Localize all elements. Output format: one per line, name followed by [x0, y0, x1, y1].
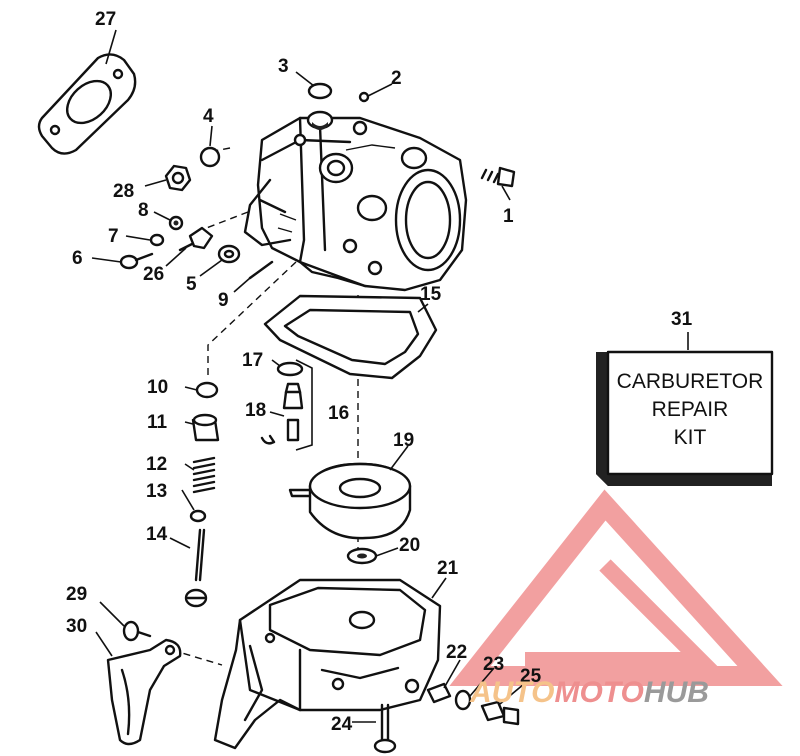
part-screw-2	[358, 91, 370, 103]
part-fitting-25	[480, 700, 520, 726]
callout-14: 14	[146, 524, 168, 545]
callout-25: 25	[520, 666, 542, 687]
callout-20: 20	[399, 535, 420, 556]
callout-27: 27	[95, 9, 116, 30]
callout-24: 24	[331, 714, 353, 735]
carburetor-repair-kit-box: CARBURETOR REPAIR KIT	[596, 350, 774, 486]
callout-numbers: 1 2 3 4 5 6 7 8 9 10 11 12 13 14 15 16 1…	[66, 9, 693, 735]
part-nut-8	[168, 215, 184, 231]
callout-8: 8	[138, 200, 149, 221]
callout-13: 13	[146, 481, 167, 502]
part-washer-5	[217, 244, 241, 264]
callout-9: 9	[218, 290, 229, 311]
callout-31: 31	[671, 309, 693, 330]
watermark-logo-icon	[449, 489, 783, 686]
part-clamp-30	[106, 638, 182, 746]
callout-19: 19	[393, 430, 414, 451]
callout-22: 22	[446, 642, 467, 663]
callout-leader-lines	[91, 29, 689, 723]
kit-label-line-3: KIT	[674, 426, 707, 449]
part-washer-7	[149, 233, 165, 247]
callout-21: 21	[437, 558, 459, 579]
callout-6: 6	[72, 248, 83, 269]
kit-label-line-1: CARBURETOR	[617, 370, 764, 393]
watermark-text-moto: MOTO	[554, 676, 643, 709]
part-carburetor-body	[243, 110, 468, 292]
part-gasket-27	[37, 53, 137, 155]
part-gasket-15	[263, 294, 438, 380]
part-float-19	[288, 462, 412, 540]
callout-15: 15	[420, 284, 442, 305]
callout-12: 12	[146, 454, 167, 475]
part-bolt-24	[373, 703, 397, 754]
callout-30: 30	[66, 616, 87, 637]
part-screw-spring-1	[480, 166, 516, 188]
callout-3: 3	[278, 56, 289, 77]
callout-2: 2	[391, 68, 402, 89]
part-knob-28	[164, 164, 192, 192]
callout-7: 7	[108, 226, 119, 247]
callout-18: 18	[245, 400, 266, 421]
part-float-bowl-21	[213, 578, 442, 750]
callout-29: 29	[66, 584, 87, 605]
callout-5: 5	[186, 274, 197, 295]
callout-23: 23	[483, 654, 504, 675]
part-screw-22	[426, 682, 452, 704]
callout-10: 10	[147, 377, 168, 398]
part-needle-valve-set	[260, 359, 313, 451]
kit-label-line-2: REPAIR	[652, 398, 729, 421]
callout-28: 28	[113, 181, 134, 202]
watermark-text-hub: HUB	[644, 676, 709, 709]
part-pin-9	[248, 260, 274, 280]
part-washer-20	[346, 547, 378, 565]
callout-26: 26	[143, 264, 164, 285]
part-plug-3	[307, 82, 333, 100]
callout-17: 17	[242, 350, 263, 371]
watermark-text: AUTOMOTOHUB	[469, 676, 709, 709]
part-ball-4	[199, 146, 221, 168]
part-screw-29	[122, 620, 152, 642]
part-washer-23	[454, 689, 472, 711]
part-mixture-stack	[184, 381, 220, 608]
callout-16: 16	[328, 403, 349, 424]
callout-1: 1	[503, 206, 514, 227]
watermark-text-auto: AUTO	[469, 676, 554, 709]
part-fitting-26	[178, 226, 214, 252]
callout-4: 4	[203, 106, 214, 127]
callout-11: 11	[147, 412, 168, 433]
